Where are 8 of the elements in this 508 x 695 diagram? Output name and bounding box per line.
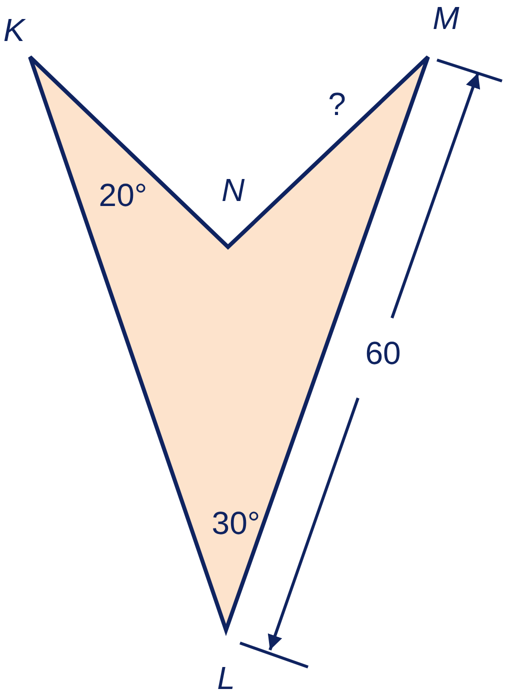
measure-label: 30° [212,507,260,539]
measure-label: 20° [98,179,148,211]
vertex-label: M [432,2,460,34]
measure-label: 60 [365,337,401,369]
vertex-label: L [217,662,235,694]
vertex-label: N [221,174,245,206]
measure-label: ? [328,88,346,120]
vertex-label: K [3,14,25,46]
